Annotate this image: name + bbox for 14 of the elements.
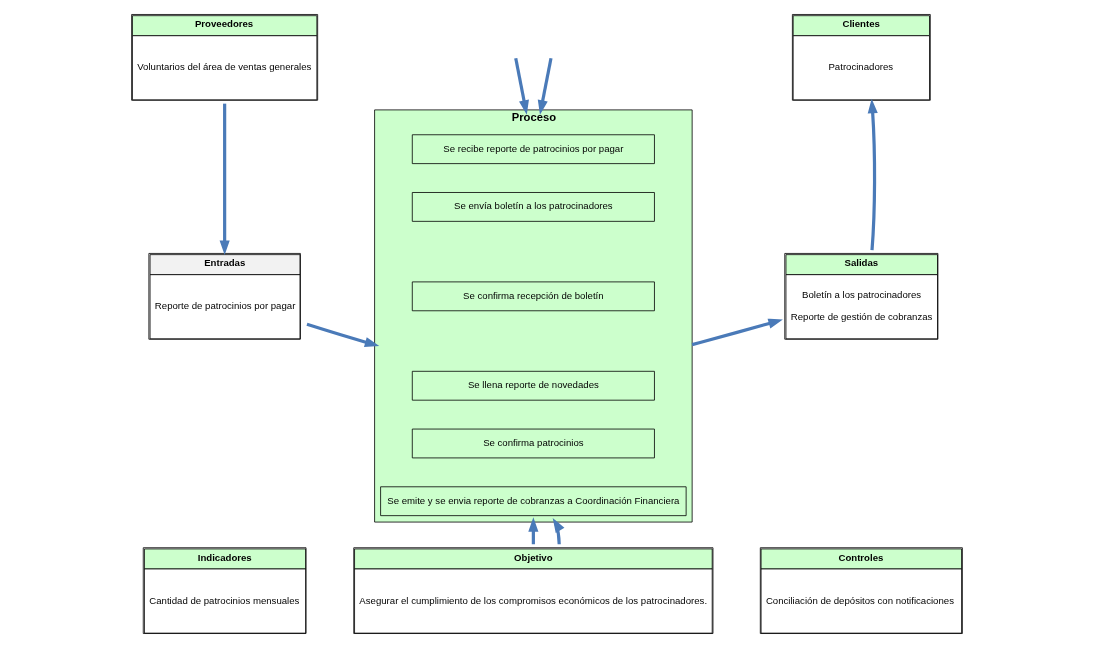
arrow bbox=[537, 57, 553, 115]
arrow bbox=[867, 98, 878, 251]
arrow bbox=[527, 517, 538, 545]
node-box: Se confirma patrocinios bbox=[411, 428, 655, 459]
arrow bbox=[513, 57, 529, 115]
arrow bbox=[691, 318, 783, 347]
node-box: Se emite y se envia reporte de cobranzas a Coordinación Financiera bbox=[379, 486, 687, 517]
arrow bbox=[305, 322, 379, 347]
arrow bbox=[552, 517, 564, 545]
node-box: Se recibe reporte de patrocinios por pagar bbox=[411, 134, 655, 164]
node-box: Se llena reporte de novedades bbox=[411, 370, 655, 401]
node-box: Se confirma recepción de boletín bbox=[411, 281, 655, 312]
node-box: Se envía boletín a los patrocinadores bbox=[411, 192, 655, 222]
arrow bbox=[219, 103, 230, 256]
